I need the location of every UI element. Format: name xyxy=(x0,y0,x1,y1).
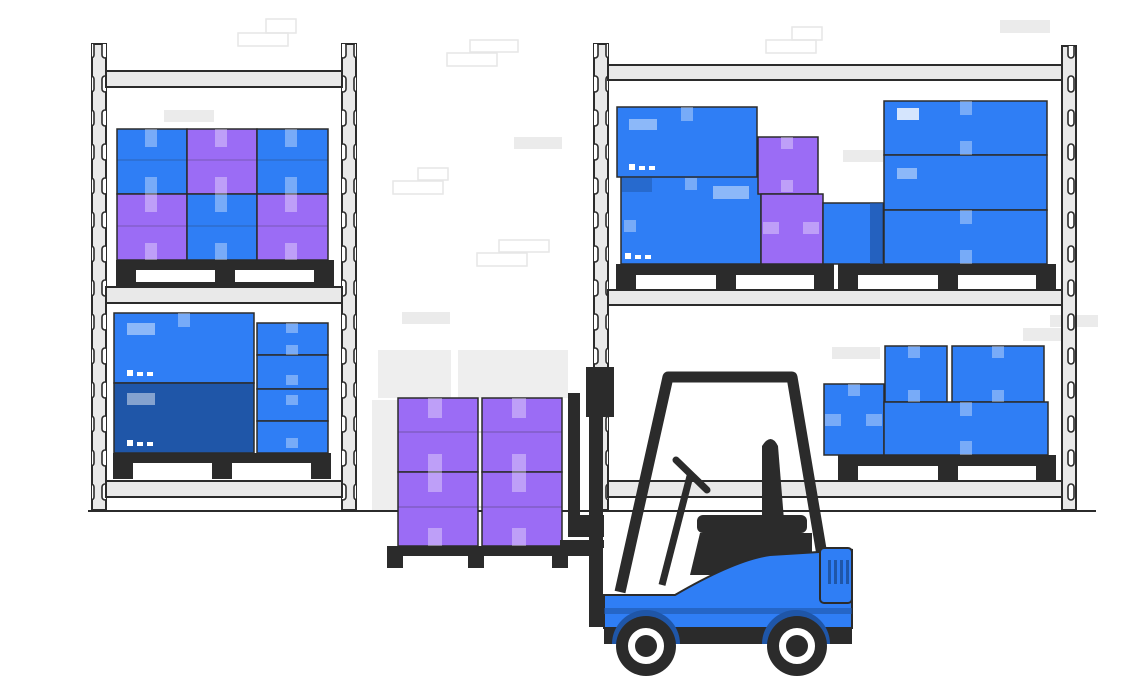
box-stack-lower-right xyxy=(823,345,1049,456)
wheel-icon xyxy=(767,616,827,676)
forklift-icon xyxy=(560,367,853,676)
pallet-icon xyxy=(113,453,331,479)
box-stack-upper-right xyxy=(616,100,1048,265)
wall-bricks xyxy=(237,18,823,267)
box-stack-lower-left xyxy=(113,312,329,454)
carried-box-stack xyxy=(387,397,591,568)
box-stack-upper-left xyxy=(116,128,329,261)
right-storage-rack xyxy=(593,43,1077,511)
pallet-icon xyxy=(387,546,591,568)
background-boxes xyxy=(372,350,568,510)
wheel-icon xyxy=(616,616,676,676)
pallet-icon xyxy=(116,260,334,288)
pallet-icon xyxy=(838,455,1056,481)
steering-wheel-icon xyxy=(658,456,711,586)
left-storage-rack xyxy=(91,43,357,511)
pallet-icon xyxy=(616,264,1056,290)
